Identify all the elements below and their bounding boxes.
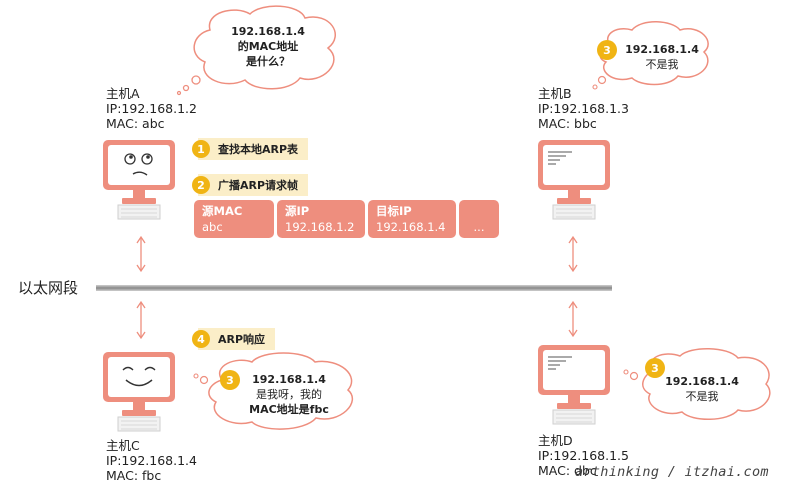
ethernet-bus-line: [96, 285, 612, 291]
bubble-c-step-badge: 3: [220, 370, 240, 390]
computer-c-icon: [103, 352, 175, 432]
thought-bubble-c: [193, 352, 354, 430]
host-d-name: 主机D: [538, 433, 573, 448]
computer-a-icon: [103, 140, 175, 220]
bubble-c-text: 192.168.1.4 是我呀，我的 MAC地址是fbc: [240, 372, 338, 417]
host-c-label: 主机C IP:192.168.1.4 MAC: fbc: [106, 438, 197, 483]
link-arrow-a: [136, 235, 146, 273]
bubble-d-text: 192.168.1.4 不是我: [664, 374, 740, 404]
step-1-label: 查找本地ARP表: [218, 143, 299, 156]
packet-field-more: ...: [459, 200, 499, 238]
bubble-a-text: 192.168.1.4 的MAC地址 是什么？: [226, 24, 310, 69]
bubble-c-line2: 是我呀，我的: [256, 388, 322, 401]
packet-field-src-mac: 源MAC abc: [194, 200, 274, 238]
bubble-b-step-badge: 3: [597, 40, 617, 60]
watermark: arthinking / itzhai.com: [575, 464, 769, 480]
packet-field-dst-ip-value: 192.168.1.4: [376, 220, 446, 234]
host-a-mac: MAC: abc: [106, 116, 165, 131]
host-c-mac: MAC: fbc: [106, 468, 162, 483]
ethernet-segment-label: 以太网段: [18, 279, 79, 297]
packet-field-src-mac-title: 源MAC: [202, 204, 243, 218]
step-2-label: 广播ARP请求帧: [218, 179, 299, 192]
step-4-badge: 4: [192, 330, 210, 348]
bubble-a-line1: 192.168.1.4: [231, 25, 305, 38]
packet-field-src-ip-title: 源IP: [285, 204, 310, 218]
step-arp-response: 4 ARP响应: [192, 328, 276, 350]
host-d-mac: MAC: dbc: [538, 463, 597, 478]
packet-field-dst-ip-title: 目标IP: [376, 204, 412, 218]
packet-field-src-mac-value: abc: [202, 220, 223, 234]
step-1-badge: 1: [192, 140, 210, 158]
bubble-b-line1: 192.168.1.4: [625, 43, 699, 56]
thought-bubble-d: [623, 348, 771, 420]
packet-field-more-title: [467, 203, 491, 219]
host-b-mac: MAC: bbc: [538, 116, 597, 131]
bubble-c-line3: MAC地址是fbc: [249, 403, 329, 416]
step-4-label: ARP响应: [218, 333, 266, 346]
host-a-label: 主机A IP:192.168.1.2 MAC: abc: [106, 86, 197, 131]
host-c-ip: IP:192.168.1.4: [106, 453, 197, 468]
bubble-d-line1: 192.168.1.4: [665, 375, 739, 388]
bubble-a-line2: 的MAC地址: [237, 40, 299, 53]
host-a-name: 主机A: [106, 86, 140, 101]
host-a-ip: IP:192.168.1.2: [106, 101, 197, 116]
host-b-label: 主机B IP:192.168.1.3 MAC: bbc: [538, 86, 629, 131]
link-arrow-c: [136, 300, 146, 340]
bubble-c-line1: 192.168.1.4: [252, 373, 326, 386]
bubble-d-line2: 不是我: [685, 390, 719, 403]
host-c-name: 主机C: [106, 438, 140, 453]
step-broadcast-arp-request: 2 广播ARP请求帧: [192, 174, 309, 196]
computer-d-icon: [538, 345, 610, 425]
bubble-b-text: 192.168.1.4 不是我: [624, 42, 700, 72]
host-b-name: 主机B: [538, 86, 572, 101]
host-d-label: 主机D IP:192.168.1.5 MAC: dbc: [538, 433, 629, 478]
host-b-ip: IP:192.168.1.3: [538, 101, 629, 116]
packet-field-src-ip: 源IP 192.168.1.2: [277, 200, 365, 238]
host-d-ip: IP:192.168.1.5: [538, 448, 629, 463]
packet-field-src-ip-value: 192.168.1.2: [285, 220, 355, 234]
link-arrow-d: [568, 300, 578, 338]
computer-b-icon: [538, 140, 610, 220]
bubble-a-line3: 是什么？: [246, 55, 290, 68]
bubble-d-step-badge: 3: [645, 358, 665, 378]
thought-bubble-a: [176, 5, 336, 96]
packet-field-more-value: ...: [473, 220, 485, 234]
packet-field-dst-ip: 目标IP 192.168.1.4: [368, 200, 456, 238]
link-arrow-b: [568, 235, 578, 273]
step-lookup-arp-table: 1 查找本地ARP表: [192, 138, 309, 160]
bubble-b-line2: 不是我: [645, 58, 679, 71]
step-2-badge: 2: [192, 176, 210, 194]
thought-bubble-b: [592, 21, 709, 90]
